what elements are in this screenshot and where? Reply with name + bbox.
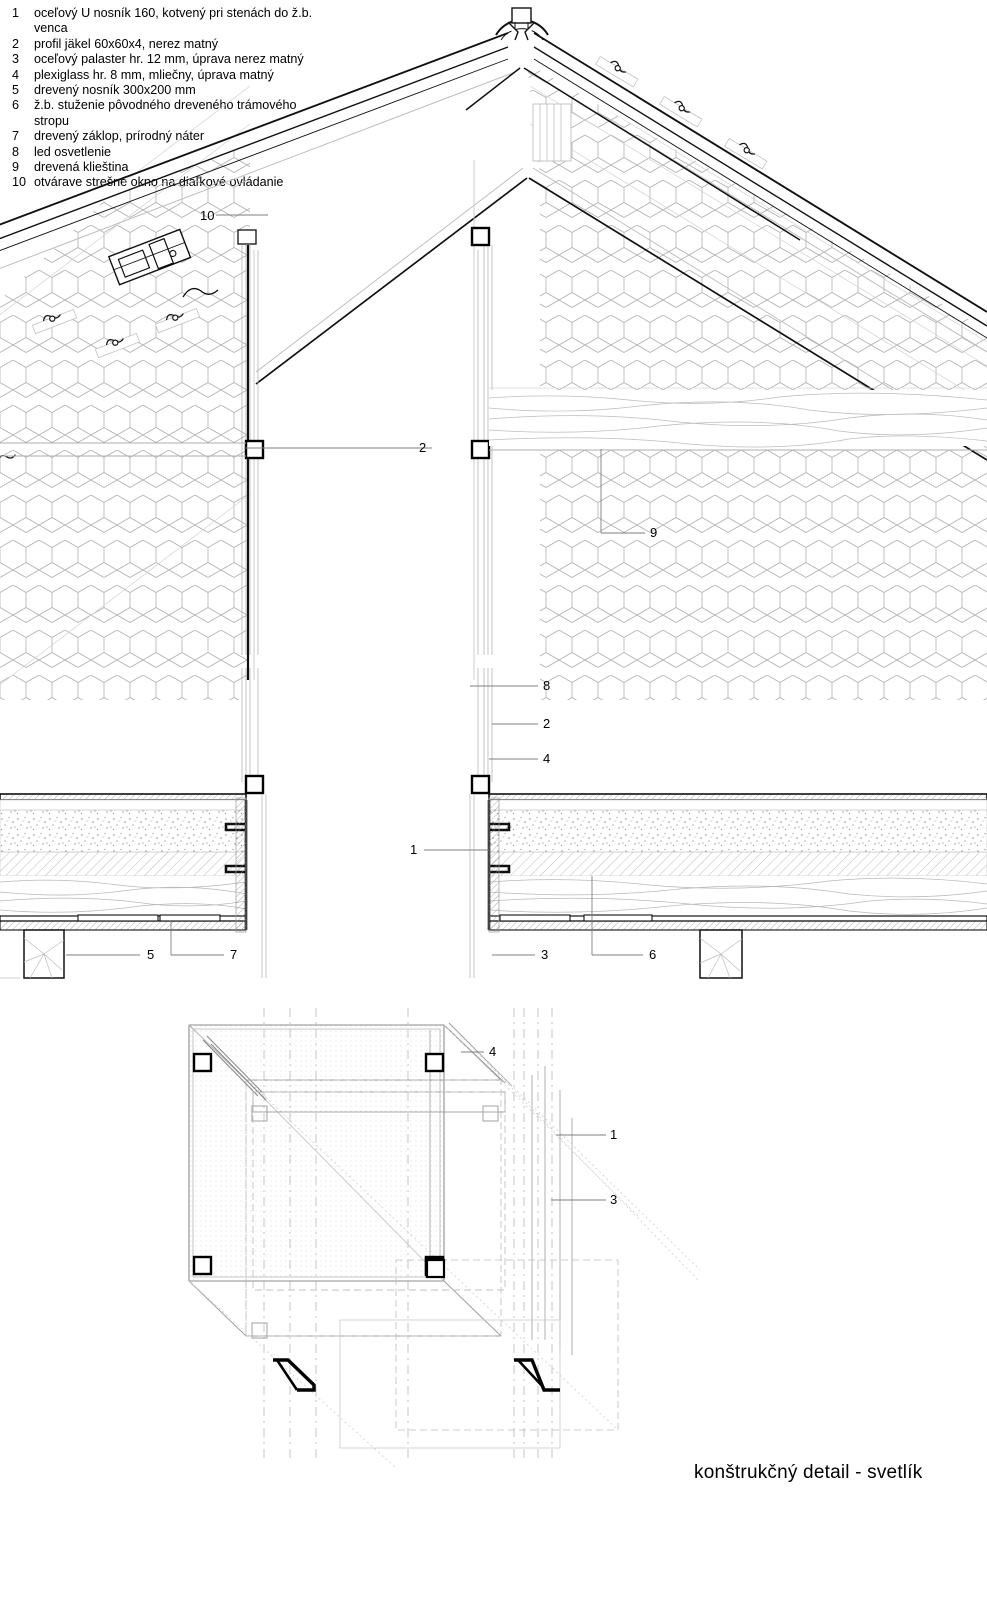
axo-inner-frame [252, 1091, 506, 1291]
floor-right [488, 793, 987, 979]
callout-5: 5 [147, 947, 155, 962]
callout-2-upper: 2 [419, 440, 427, 455]
axo-hidden-edges [245, 1079, 502, 1337]
legend-item: 5 drevený nosník 300x200 mm [12, 83, 342, 98]
legend-text: plexiglass hr. 8 mm, mliečny, úprava mat… [34, 67, 274, 82]
glazing-right-lower [477, 668, 493, 782]
callout-1-axo: 1 [610, 1127, 618, 1142]
legend-number: 4 [12, 67, 20, 82]
legend-item: 1 oceľový U nosník 160, kotvený pri sten… [12, 6, 342, 21]
roof-section [0, 7, 987, 700]
legend-text: oceľový palaster hr. 12 mm, úprava nerez… [34, 52, 304, 67]
legend-number: 9 [12, 160, 20, 175]
legend-item: 3 oceľový palaster hr. 12 mm, úprava ner… [12, 52, 342, 67]
legend-text: ž.b. stuženie pôvodného dreveného trámov… [34, 98, 297, 113]
shaft-wall-lines [261, 794, 475, 978]
legend-item: 4 plexiglass hr. 8 mm, mliečny, úprava m… [12, 68, 342, 83]
axo-jakel-post-marker-mid [425, 1258, 446, 1279]
legend-text: drevený nosník 300x200 mm [34, 83, 196, 98]
callout-8: 8 [543, 678, 551, 693]
axo-frame-rail [202, 1035, 267, 1101]
roof-slope-right [255, 32, 987, 700]
callout-9: 9 [650, 525, 658, 540]
legend-item: 7 drevený záklop, prírodný náter [12, 129, 342, 144]
roof-insulation-right [524, 40, 987, 700]
roof-sheet-right [533, 32, 987, 339]
axo-steel-angle-bracket [273, 1358, 316, 1392]
callout-10: 10 [200, 208, 215, 223]
legend-number: 7 [12, 129, 20, 144]
axo-rear-box [395, 1259, 619, 1431]
legend-number: 1 [12, 6, 20, 20]
callout-4-section: 4 [543, 751, 551, 766]
legend-number: 10 [12, 175, 27, 190]
legend-item: 8 led osvetlenie [12, 145, 342, 160]
wood-collar-tie [488, 387, 987, 448]
callout-3-section: 3 [541, 947, 549, 962]
drawing-title: konštrukčný detail - svetlík [694, 1462, 923, 1483]
legend-number: 5 [12, 83, 20, 98]
legend-item: 9 drevená klieština [12, 160, 342, 175]
axo-callout-leaders [461, 1051, 606, 1201]
roof-insulation-left [0, 62, 250, 700]
callout-7: 7 [230, 947, 238, 962]
ridge-vent-element [532, 103, 572, 162]
legend-text: oceľový U nosník 160, kotvený pri stenác… [34, 6, 313, 20]
steel-plate-right [488, 797, 500, 933]
ridge-cap [495, 7, 549, 41]
axo-jakel-post-marker-rear [251, 1105, 499, 1339]
timber-beam-right [699, 929, 743, 979]
callout-leaders [66, 214, 645, 956]
roof-fastener-clip [595, 55, 768, 170]
jakel-post-marker [244, 226, 491, 795]
axonometric-view [188, 1008, 701, 1469]
timber-beam-left [23, 929, 65, 979]
floor-left [0, 793, 247, 979]
roof-window-assembly [107, 228, 257, 286]
callout-4-axo: 4 [489, 1044, 497, 1059]
roof-underlay-left [0, 71, 516, 269]
callout-1-section: 1 [410, 842, 418, 857]
legend-text-continued: venca [34, 21, 68, 36]
floor-section [0, 793, 987, 979]
axo-steel-angle-bracket-right [514, 1358, 560, 1392]
legend-text: drevený záklop, prírodný náter [34, 129, 205, 144]
legend-text: drevená klieština [34, 160, 129, 175]
callout-3-axo: 3 [610, 1192, 618, 1207]
legend-number: 6 [12, 98, 20, 113]
roof-sheet-left [0, 32, 509, 251]
roof-slope-left [0, 32, 516, 700]
legend-number: 3 [12, 52, 20, 67]
axo-projection-lines [188, 1024, 701, 1469]
legend-item: 2 profil jäkel 60x60x4, nerez matný [12, 37, 342, 52]
legend-text: profil jäkel 60x60x4, nerez matný [34, 36, 219, 51]
legend-text-continued: stropu [34, 113, 70, 128]
roof-edge-bend-left [182, 287, 219, 298]
legend-item: 6 ž.b. stuženie pôvodného dreveného trám… [12, 98, 342, 113]
legend-number: 2 [12, 36, 20, 51]
axo-bottom-face [188, 1280, 502, 1337]
legend-text: led osvetlenie [34, 144, 112, 159]
transom-line [0, 442, 987, 457]
legend-number: 8 [12, 144, 20, 159]
light-shaft-section [0, 226, 987, 795]
glazing-left-lower [241, 668, 259, 782]
callout-6: 6 [649, 947, 657, 962]
steel-plate-left [235, 797, 247, 933]
callout-2-middle: 2 [543, 716, 551, 731]
roof-fastener-clip [0, 307, 201, 462]
